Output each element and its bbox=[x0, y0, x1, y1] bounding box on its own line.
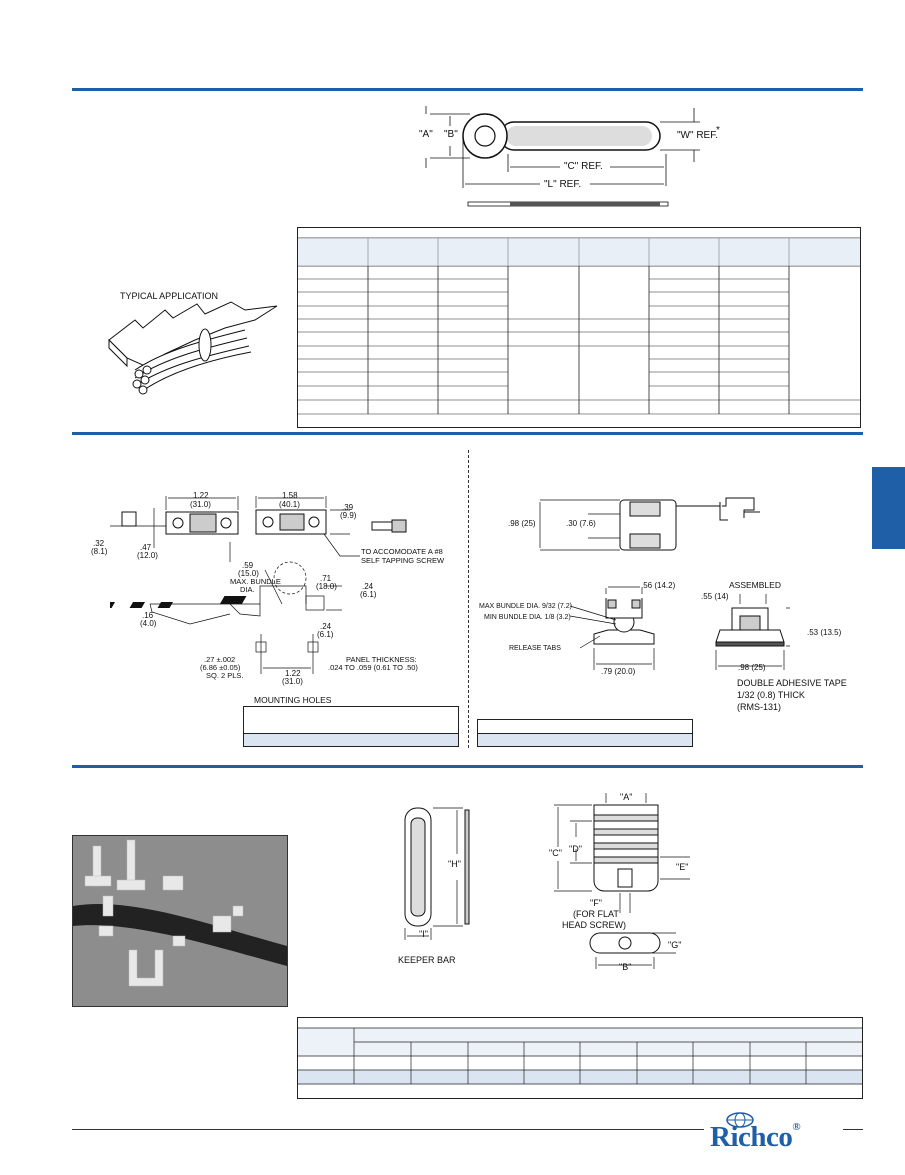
release-tabs-note: RELEASE TABS bbox=[509, 645, 561, 652]
keeper-bar-diagram bbox=[404, 807, 470, 940]
dim-16-mm: (4.0) bbox=[140, 619, 157, 628]
mounting-holes-table bbox=[243, 706, 459, 747]
dim-158-label: 1.58 bbox=[282, 491, 298, 500]
min-bundle-note: MIN BUNDLE DIA. 1/8 (3.2) bbox=[484, 614, 571, 621]
screw-note-2: SELF TAPPING SCREW bbox=[361, 556, 445, 565]
mounting-holes-label: MOUNTING HOLES bbox=[254, 695, 332, 705]
section-rule-lower bbox=[72, 765, 863, 768]
dim-98-label: .98 (25) bbox=[508, 519, 536, 528]
richco-logo: Richco® bbox=[710, 1121, 801, 1154]
dim-158-mm: (40.1) bbox=[279, 500, 300, 509]
dim-w-label: "W" REF. bbox=[677, 130, 718, 141]
dim-122-mm: (31.0) bbox=[190, 500, 211, 509]
richco-globe-icon bbox=[726, 1112, 754, 1128]
footer-rule bbox=[72, 1129, 704, 1130]
section-rule-middle bbox=[72, 432, 863, 435]
dim-122b-mm: (31.0) bbox=[282, 677, 303, 686]
dim-59-label: .59 bbox=[242, 561, 254, 570]
spec-table-3 bbox=[297, 1017, 863, 1099]
base-f-label: "F" bbox=[590, 898, 602, 908]
dim-71-label: .71 bbox=[320, 574, 332, 583]
dim-47-label: .47 bbox=[140, 543, 152, 552]
typical-application-label: TYPICAL APPLICATION bbox=[120, 291, 219, 301]
dim-47-mm: (12.0) bbox=[137, 551, 158, 560]
product-photo bbox=[72, 835, 288, 1007]
dim-27-label: .27 ±.002 bbox=[204, 655, 236, 664]
spec-table-1 bbox=[297, 227, 861, 428]
dim-39-label: .39 bbox=[342, 503, 354, 512]
clip-diagram-right bbox=[539, 497, 790, 670]
mount-diagram-left bbox=[110, 496, 407, 674]
footer-rule-right bbox=[843, 1129, 863, 1130]
panel-thickness-2: .024 TO .059 (0.61 TO .50) bbox=[328, 663, 418, 672]
dim-24b-mm: (6.1) bbox=[317, 630, 334, 639]
dim-32-mm: (8.1) bbox=[91, 547, 108, 556]
dim-16-label: .16 bbox=[142, 611, 154, 620]
base-a-label: "A" bbox=[620, 792, 633, 802]
registered-mark: ® bbox=[792, 1121, 801, 1133]
tape-note-1: DOUBLE ADHESIVE TAPE bbox=[737, 678, 847, 688]
keeper-h-label: "H" bbox=[448, 859, 461, 869]
richco-logo-text: Richco bbox=[710, 1121, 793, 1153]
dim-53-label: .53 (13.5) bbox=[807, 628, 842, 637]
section-divider-dashed bbox=[468, 450, 469, 748]
sq-2-label: SQ. 2 PLS. bbox=[206, 671, 244, 680]
dim-79-label: .79 (20.0) bbox=[601, 667, 636, 676]
section-rule-top bbox=[72, 88, 863, 91]
flat-head-note-2: HEAD SCREW) bbox=[562, 920, 627, 930]
max-bundle-1: MAX. BUNDLE bbox=[230, 577, 281, 586]
tape-note-3: (RMS-131) bbox=[737, 702, 782, 712]
dim-39-mm: (9.9) bbox=[340, 511, 357, 520]
base-c-label: "C" bbox=[549, 848, 562, 858]
dim-27-mm: (6.86 ±0.05) bbox=[200, 663, 241, 672]
flat-head-note-1: (FOR FLAT bbox=[573, 909, 619, 919]
dim-71-mm: (18.0) bbox=[316, 582, 337, 591]
panel-thickness-1: PANEL THICKNESS: bbox=[346, 655, 417, 664]
dim-24b-label: .24 bbox=[320, 622, 332, 631]
dim-55-label: .55 (14) bbox=[701, 592, 729, 601]
dim-a-label: "A" bbox=[419, 129, 433, 140]
typical-application-illustration bbox=[108, 301, 278, 395]
dim-w-asterisk: * bbox=[716, 125, 720, 136]
keeper-i-label: "I" bbox=[419, 929, 428, 939]
dim-30-label: .30 (7.6) bbox=[566, 519, 596, 528]
strap-diagram bbox=[425, 106, 700, 207]
dim-c-label: "C" REF. bbox=[564, 161, 603, 172]
clip-table bbox=[477, 719, 693, 747]
dim-b-label: "B" bbox=[444, 129, 458, 140]
max-bundle-note: MAX BUNDLE DIA. 9/32 (7.2) bbox=[479, 603, 572, 610]
section-tab-marker bbox=[872, 467, 905, 549]
dim-122-label: 1.22 bbox=[193, 491, 209, 500]
base-g-label: "G" bbox=[668, 940, 682, 950]
dim-122b-label: 1.22 bbox=[285, 669, 301, 678]
screw-note-1: TO ACCOMODATE A #8 bbox=[361, 547, 443, 556]
mounting-holes-band bbox=[244, 733, 458, 746]
dim-59-mm: (15.0) bbox=[238, 569, 259, 578]
dim-l-label: "L" REF. bbox=[544, 179, 582, 190]
dim-24a-mm: (6.1) bbox=[360, 590, 377, 599]
keeper-bar-label: KEEPER BAR bbox=[398, 955, 456, 965]
tape-note-2: 1/32 (0.8) THICK bbox=[737, 690, 805, 700]
base-b-label: "B" bbox=[619, 962, 632, 972]
dim-24a-label: .24 bbox=[362, 582, 374, 591]
dim-56-label: .56 (14.2) bbox=[641, 581, 676, 590]
assembled-label: ASSEMBLED bbox=[729, 580, 781, 590]
max-bundle-2: DIA. bbox=[240, 585, 255, 594]
base-diagram bbox=[554, 793, 690, 969]
dim-98b-label: .98 (25) bbox=[738, 663, 766, 672]
base-e-label: "E" bbox=[676, 862, 689, 872]
base-d-label: "D" bbox=[569, 844, 582, 854]
clip-table-band bbox=[478, 733, 692, 746]
dim-32-label: .32 bbox=[93, 539, 105, 548]
